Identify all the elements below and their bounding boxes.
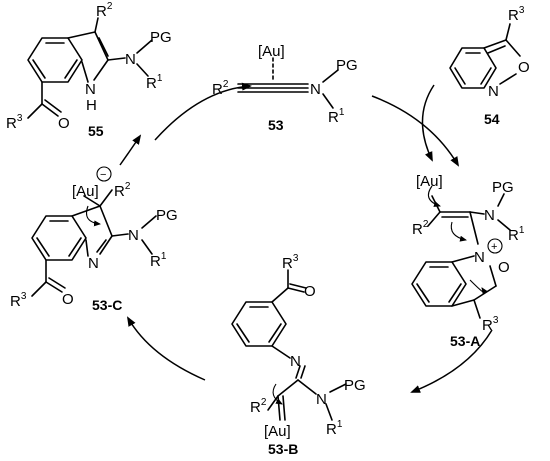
c53A-n-plus: N <box>474 249 485 266</box>
c53-pg: PG <box>336 57 358 74</box>
c53A-r2: R2 <box>412 219 429 238</box>
c55-r2: R2 <box>96 1 113 20</box>
c53A-r1: R1 <box>508 225 525 244</box>
cycle-arrow-53C-to-55 <box>119 134 142 166</box>
c53-au: [Au] <box>258 43 285 60</box>
c53A-plus-charge-circle <box>487 238 503 254</box>
cycle-arrow-regenerate-53 <box>154 82 252 141</box>
c53B-curly-arrow <box>272 383 283 405</box>
c53-r1: R1 <box>328 107 345 126</box>
cycle-arrow-53A-to-53B <box>410 329 493 393</box>
c53B-r2: R2 <box>250 397 267 416</box>
c55-r1: R1 <box>146 73 163 92</box>
compound-53-structure <box>237 57 339 109</box>
compound-label-53A: 53-A <box>450 333 480 349</box>
c53C-o: O <box>62 291 74 308</box>
c53B-o: O <box>304 283 316 300</box>
compound-label-55: 55 <box>88 123 104 139</box>
c53C-r3: R3 <box>10 291 27 310</box>
c53C-minus-charge-circle <box>96 166 112 182</box>
c53C-n: N <box>128 227 139 244</box>
c55-nh-h: H <box>86 97 97 114</box>
c54-n: N <box>488 83 499 100</box>
c53A-curly-arrow-1 <box>427 185 441 207</box>
c53A-r3: R3 <box>482 315 499 334</box>
c53B-n-imine: N <box>290 353 301 370</box>
c55-o: O <box>58 115 70 132</box>
cycle-arrow-53-to-53A <box>371 95 460 167</box>
compound-label-53B: 53-B <box>268 441 298 457</box>
compound-54-structure <box>449 23 521 89</box>
cycle-arrow-53B-to-53C <box>126 316 206 381</box>
c53B-n-amine: N <box>316 391 327 408</box>
compound-53B-structure <box>231 269 347 421</box>
compound-53C-structure <box>31 189 157 297</box>
compound-label-53: 53 <box>268 117 284 133</box>
c53C-pg: PG <box>156 207 178 224</box>
c53C-au: [Au] <box>72 183 99 200</box>
c55-nh-n: N <box>85 81 96 98</box>
c53-r2: R2 <box>212 79 229 98</box>
compound-55-structure <box>27 17 153 119</box>
compound-label-54: 54 <box>484 111 500 127</box>
compound-53A-structure <box>411 193 511 319</box>
c54-r3: R3 <box>508 5 525 24</box>
c53B-r3: R3 <box>282 253 299 272</box>
c53-n: N <box>310 81 321 98</box>
c53A-curly-arrow-2 <box>450 221 467 242</box>
c53A-curly-arrow-3 <box>469 279 488 295</box>
c53A-n: N <box>484 207 495 224</box>
c55-pg: PG <box>150 29 172 46</box>
c53C-r1: R1 <box>150 251 167 270</box>
cycle-arrow-54-addition <box>421 84 435 162</box>
c53C-minus-charge: − <box>100 169 106 181</box>
c53A-pg: PG <box>492 179 514 196</box>
c53A-plus-charge: + <box>491 241 497 253</box>
c54-o: O <box>518 59 530 76</box>
c53C-r2: R2 <box>114 181 131 200</box>
c55-n: N <box>125 51 136 68</box>
c53A-au: [Au] <box>416 173 443 190</box>
c53C-curly-arrow <box>85 205 101 227</box>
c53B-r1: R1 <box>326 419 343 438</box>
compound-label-53C: 53-C <box>92 297 122 313</box>
c53A-o: O <box>498 259 510 276</box>
c53C-n-ring: N <box>88 255 99 272</box>
c53B-pg: PG <box>344 377 366 394</box>
c55-r3: R3 <box>6 113 23 132</box>
c53B-au: [Au] <box>264 423 291 440</box>
